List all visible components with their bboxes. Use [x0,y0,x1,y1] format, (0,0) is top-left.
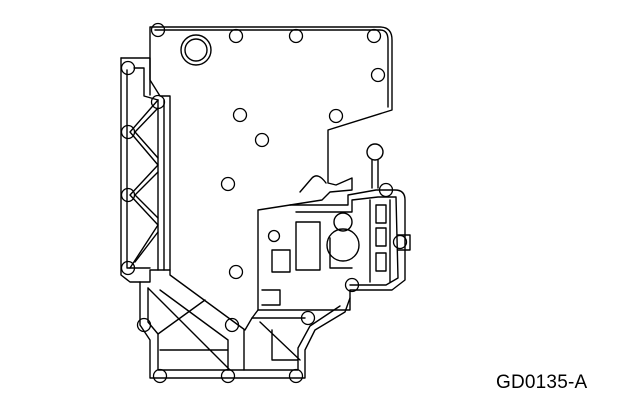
bolt [300,310,316,326]
bolt [120,260,136,276]
bolt [366,28,382,44]
valve-block-b [271,249,291,273]
valve-spool-inner [333,212,353,232]
bolt [378,182,394,198]
plate-inner-edge [154,29,389,108]
bolt [152,368,168,384]
bolt [150,94,166,110]
valve-spool [326,228,360,262]
bottom-lattice-diagonals [147,287,231,371]
figure-id-label: GD0135-A [496,372,588,393]
bolt [267,229,281,243]
bolt-heads [120,22,408,384]
bolt [120,60,136,76]
bolt [224,317,240,333]
large-port [180,34,212,66]
valve-bore-2 [375,227,387,247]
large-port-inner [184,38,208,62]
bolt [120,124,136,140]
bolt [228,28,244,44]
bottom-frame-outer [139,281,351,379]
valve-block-c [261,289,281,306]
bolt [228,264,244,280]
bolt [220,368,236,384]
left-frame-inner [126,69,151,269]
lattice-diagonals [129,99,159,269]
valve-stem [371,159,379,189]
bottom-lattice-mid [243,317,306,371]
bolt [344,277,360,293]
bolt [120,187,136,203]
left-frame-rail [120,57,151,96]
bolt [254,132,270,148]
valve-bore-1 [375,204,387,224]
bolt [392,234,408,250]
separator-plate-outline [149,26,393,331]
left-frame-rail-inner [133,67,159,101]
valve-bore-3 [375,252,387,272]
bolt [220,176,236,192]
bolt [136,317,152,333]
bolt [370,67,386,83]
valve-stem-cap [366,143,384,161]
valve-right-tab [397,234,411,251]
valve-block-a [295,221,321,271]
valve-bore-lines [369,199,391,283]
bolt [232,107,248,123]
lattice-diagonals-inner [134,107,159,263]
valve-linkage [299,175,353,269]
bolt [150,22,166,38]
valve-housing-inner [295,196,399,286]
bolt [328,108,344,124]
bolt [288,28,304,44]
bolt [288,368,304,384]
